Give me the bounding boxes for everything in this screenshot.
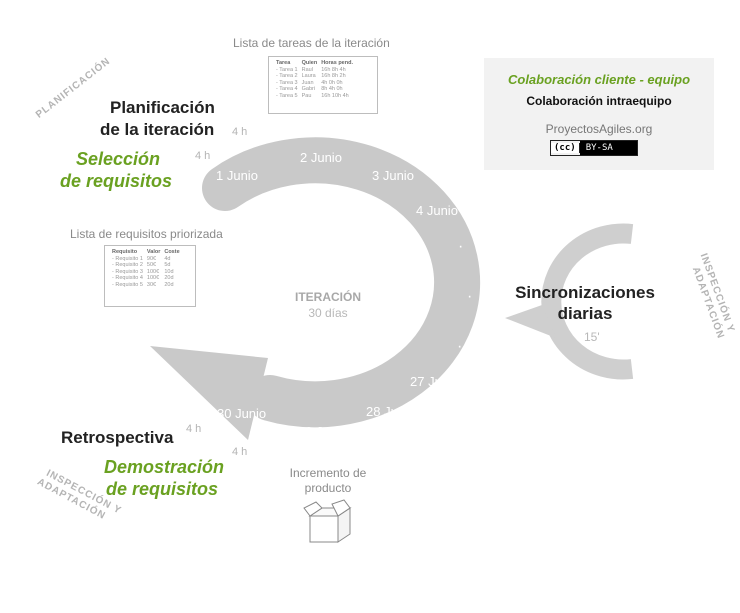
license-text: BY-SA bbox=[579, 141, 637, 155]
day-label: 30 Junio bbox=[217, 406, 267, 421]
selection-line1: Selección bbox=[76, 149, 161, 169]
cc-icon: (cc) bbox=[551, 143, 580, 153]
retro-label: Retrospectiva bbox=[61, 428, 174, 447]
iteration-duration: 30 días bbox=[308, 306, 348, 320]
demo-line2: de requisitos bbox=[106, 479, 219, 499]
requirements-list-title: Lista de requisitos priorizada bbox=[70, 227, 223, 241]
review-hours-a: 4 h bbox=[186, 423, 202, 435]
planning-hours-b: 4 h bbox=[195, 150, 211, 162]
task-col-header: Tarea bbox=[276, 60, 291, 66]
selection-line2: de requisitos bbox=[60, 171, 173, 191]
daily-duration: 15' bbox=[584, 330, 600, 344]
increment-line2: producto bbox=[304, 481, 352, 495]
info-box: Colaboración cliente - equipo Colaboraci… bbox=[484, 58, 714, 170]
demo-label: Demostración de requisitos bbox=[104, 456, 224, 500]
day-label: 1 Junio bbox=[216, 168, 258, 183]
requirement-col-header: Coste bbox=[164, 249, 180, 255]
planning-hours-a: 4 h bbox=[232, 126, 248, 138]
license-badge[interactable]: (cc) BY-SA bbox=[550, 140, 638, 156]
daily-title: Sincronizaciones diarias bbox=[500, 282, 670, 324]
task-col-header: Horas pend. bbox=[321, 60, 353, 66]
ellipsis-dot: · bbox=[457, 338, 463, 355]
collab-intra-label: Colaboración intraequipo bbox=[526, 94, 672, 108]
planning-title: Planificación de la iteración bbox=[100, 97, 215, 141]
task-col-header: Quien bbox=[301, 60, 318, 66]
task-list-title: Lista de tareas de la iteración bbox=[233, 36, 390, 50]
demo-line1: Demostración bbox=[104, 457, 225, 477]
requirement-col-header: Requisito bbox=[112, 249, 138, 255]
day-label: 3 Junio bbox=[372, 168, 414, 183]
selection-label: Selección de requisitos bbox=[60, 148, 172, 192]
day-label: 29 Junio bbox=[298, 424, 348, 439]
iteration-arrowhead bbox=[150, 346, 268, 440]
day-label: 27 Junio bbox=[410, 374, 460, 389]
daily-arc bbox=[541, 223, 634, 380]
site-label: ProyectosAgiles.org bbox=[545, 122, 653, 136]
box-icon bbox=[303, 499, 352, 543]
ellipsis-dot: · bbox=[467, 288, 473, 305]
daily-title-line2: diarias bbox=[557, 304, 613, 323]
increment-label: Incremento de producto bbox=[268, 466, 388, 496]
daily-arrowhead bbox=[505, 305, 556, 338]
ellipsis-dot: · bbox=[458, 238, 464, 255]
collab-client-label: Colaboración cliente - equipo bbox=[507, 72, 691, 87]
requirement-col-header: Valor bbox=[146, 249, 161, 255]
day-label: 2 Junio bbox=[300, 150, 342, 165]
iteration-label: ITERACIÓN bbox=[295, 290, 361, 304]
daily-title-line1: Sincronizaciones bbox=[515, 283, 655, 302]
increment-line1: Incremento de bbox=[289, 466, 367, 480]
day-label: 4 Junio bbox=[416, 203, 458, 218]
review-hours-b: 4 h bbox=[232, 446, 248, 458]
planning-title-line2: de la iteración bbox=[100, 120, 215, 139]
planning-title-line1: Planificación bbox=[110, 98, 215, 117]
day-label: 28 Junio bbox=[366, 404, 416, 419]
iteration-arc bbox=[202, 137, 481, 428]
